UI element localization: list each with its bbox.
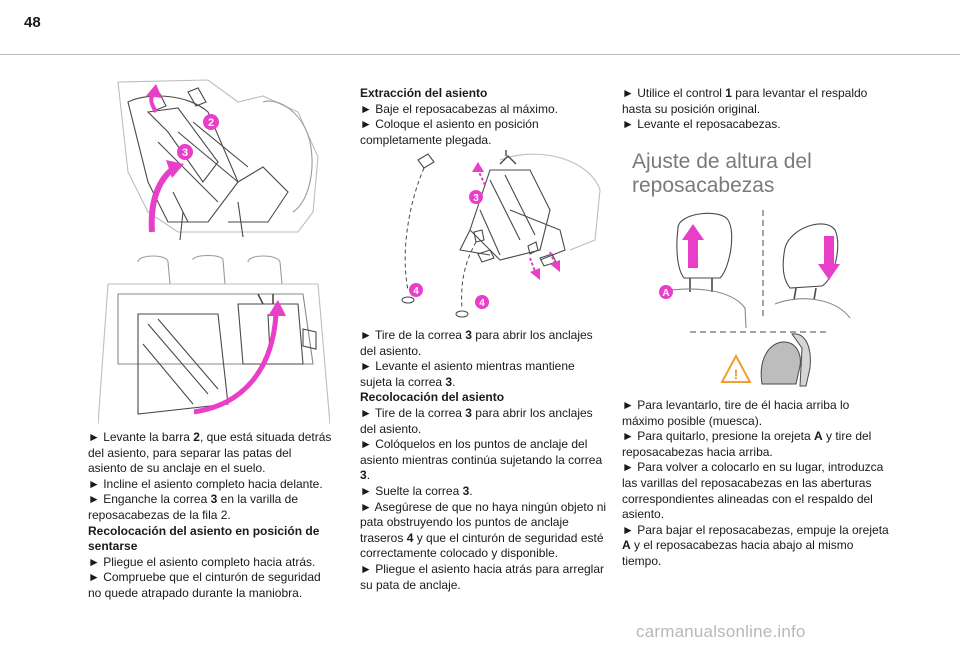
step-fold-seat: ► Coloque el asiento en posición complet… (360, 117, 539, 147)
pink-arrow-curved (193, 313, 279, 415)
step-fold-back-anchor: ► Pliegue el asiento hacia atrás para ar… (360, 561, 605, 592)
step-pull-strap-2: ► Tire de la correa 3 para abrir los anc… (360, 405, 593, 436)
svg-text:!: ! (734, 366, 739, 382)
pink-arrow-large (148, 165, 176, 233)
step-lower-headrest-tab: ► Para bajar el reposacabezas, empuje la… (622, 522, 889, 568)
arrow-down-icon (824, 236, 834, 266)
illustration-seat-anchors: 3 4 4 (401, 150, 601, 318)
column-3-bottom-text: ► Para levantarlo, tire de él hacia arri… (622, 398, 892, 570)
arrow-up-icon (688, 238, 698, 268)
step-raise-backrest: ► Utilice el control 1 para levantar el … (622, 86, 868, 116)
illustration-headrest-adjust: A ! (659, 210, 851, 387)
anchor-point-center (455, 310, 469, 318)
step-hook-strap: ► Enganche la correa 3 en la varilla de … (88, 492, 299, 522)
header-divider (0, 54, 960, 55)
callout-4-icon (409, 283, 423, 297)
step-release-strap: ► Suelte la correa 3. (360, 483, 473, 498)
step-check-obstruction: ► Asegúrese de que no haya ningún objeto… (360, 499, 607, 561)
dashed-path-center (461, 241, 477, 309)
step-raise-to-notch: ► Para levantarlo, tire de él hacia arri… (622, 398, 850, 428)
svg-text:A: A (662, 288, 669, 299)
column-1-text: ► Levante la barra 2, que está situada d… (88, 430, 332, 602)
step-refit-headrest: ► Para volver a colocarlo en su lugar, i… (622, 460, 884, 522)
step-tilt-seat: ► Incline el asiento completo hacia dela… (88, 476, 323, 491)
anchor-point-left (401, 296, 415, 304)
step-fold-back: ► Pliegue el asiento completo hacia atrá… (88, 554, 316, 569)
passenger-head-icon (760, 333, 811, 387)
svg-text:3: 3 (182, 147, 188, 159)
illustration-seat-strap-hook (98, 254, 330, 424)
step-lift-bar: ► Levante la barra 2, que está situada d… (88, 430, 332, 476)
svg-text:2: 2 (208, 117, 214, 129)
step-remove-headrest: ► Para quitarlo, presione la orejeta A y… (622, 429, 872, 459)
watermark: carmanualsonline.info (636, 622, 806, 641)
warning-triangle-icon (720, 353, 752, 383)
step-pull-strap: ► Tire de la correa 3 para abrir los anc… (360, 328, 593, 358)
step-raise-headrest: ► Levante el reposacabezas. (622, 117, 781, 132)
page-number: 48 (24, 14, 41, 31)
heading-seat-reposition: Recolocación del asiento (360, 390, 505, 405)
heading-seat-removal: Extracción del asiento (360, 86, 488, 100)
step-lower-headrest: ► Baje el reposacabezas al máximo. (360, 101, 558, 116)
svg-text:3: 3 (473, 193, 479, 204)
callout-3-icon (177, 144, 193, 160)
step-check-belt: ► Compruebe que el cinturón de seguridad… (88, 570, 321, 600)
callout-4-icon (475, 295, 489, 309)
column-2-bottom-text: ► Tire de la correa 3 para abrir los anc… (360, 328, 608, 593)
dashed-path-left (404, 167, 425, 291)
callout-a-icon (659, 285, 673, 299)
illustration-seat-folding: 2 3 (117, 79, 319, 241)
callout-2-icon (203, 114, 219, 130)
column-3-top-text: ► Utilice el control 1 para levantar el … (622, 86, 892, 133)
svg-text:4: 4 (413, 286, 419, 297)
callout-3-icon (469, 190, 483, 204)
step-lift-seat: ► Levante el asiento mientras mantiene s… (360, 359, 575, 389)
step-place-anchors: ► Colóquelos en los puntos de anclaje de… (360, 437, 603, 483)
heading-reposition-seated: Recolocación del asiento en posición de … (88, 523, 320, 554)
column-2-top-text: Extracción del asiento ► Baje el reposac… (360, 86, 606, 148)
svg-text:4: 4 (479, 298, 485, 309)
section-title: Ajuste de altura del reposacabezas (632, 150, 812, 197)
